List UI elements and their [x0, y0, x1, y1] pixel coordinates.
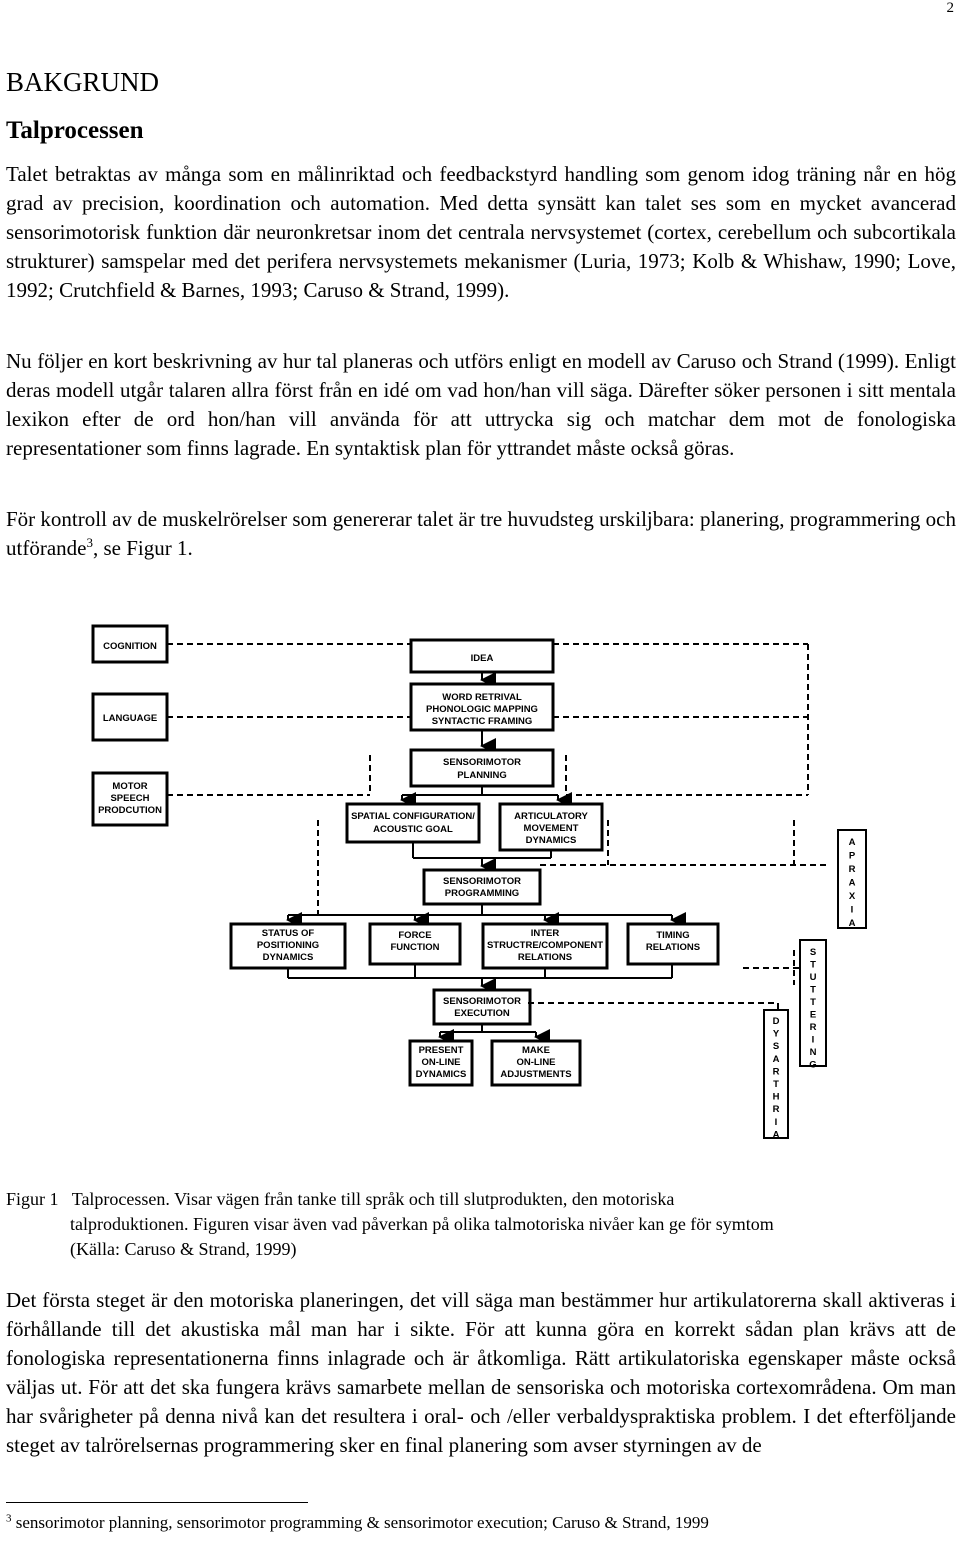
dysarthria-letter: T — [773, 1079, 779, 1090]
stuttering-letter: T — [810, 960, 816, 971]
status-line2: POSITIONING — [257, 940, 319, 951]
programming-line1: SENSORIMOTOR — [443, 876, 521, 887]
apraxia-letter: R — [849, 864, 856, 875]
apraxia-letter: A — [849, 918, 856, 929]
timing-line2: RELATIONS — [646, 942, 700, 953]
stuttering-letter: R — [810, 1022, 817, 1033]
dysarthria-letter: S — [773, 1041, 779, 1052]
figure-caption: Figur 1 Talprocessen. Visar vägen från t… — [6, 1187, 956, 1262]
planning-line1: SENSORIMOTOR — [443, 757, 521, 768]
present-line2: ON-LINE — [421, 1057, 460, 1068]
stuttering-letter: N — [810, 1047, 817, 1058]
apraxia-letter: A — [849, 837, 856, 848]
articulatory-line1: ARTICULATORY — [514, 811, 588, 822]
language-label-box: LANGUAGE — [91, 692, 169, 742]
make-line1: MAKE — [522, 1045, 550, 1056]
footnote-text: sensorimotor planning, sensorimotor prog… — [15, 1513, 709, 1532]
inter-line3: RELATIONS — [518, 952, 572, 963]
paragraph-steps-text: För kontroll av de muskelrörelser som ge… — [6, 507, 956, 560]
caption-label: Figur 1 — [6, 1189, 59, 1209]
speech-process-diagram: COGNITION LANGUAGE MOTOR SPEECH PRODCUTI… — [88, 620, 868, 1145]
force-line2: FUNCTION — [390, 942, 439, 953]
motor-label-line3: PRODCUTION — [98, 805, 162, 816]
caption-line1: Visar vägen från tanke till språk och ti… — [174, 1189, 675, 1209]
dysarthria-letter: A — [773, 1129, 780, 1140]
articulatory-line3: DYNAMICS — [526, 835, 577, 846]
stuttering-letter: G — [809, 1060, 816, 1071]
dysarthria-letter: Y — [773, 1029, 780, 1040]
articulatory-line2: MOVEMENT — [524, 823, 579, 834]
execution-line2: EXECUTION — [454, 1008, 510, 1019]
footnote-divider — [6, 1502, 308, 1503]
word-retrieval-line3: SYNTACTIC FRAMING — [432, 716, 533, 727]
dysarthria-letter: R — [773, 1066, 780, 1077]
make-line3: ADJUSTMENTS — [500, 1069, 571, 1080]
make-line2: ON-LINE — [516, 1057, 555, 1068]
force-line1: FORCE — [398, 930, 431, 941]
apraxia-letter: I — [851, 905, 854, 916]
apraxia-letter: A — [849, 878, 856, 889]
present-line3: DYNAMICS — [416, 1069, 467, 1080]
paragraph-steps: För kontroll av de muskelrörelser som ge… — [6, 505, 956, 563]
motor-label-line2: SPEECH — [110, 793, 149, 804]
inter-line1: INTER — [531, 928, 560, 939]
spatial-configuration-line1: SPATIAL CONFIGURATION/ — [351, 811, 475, 822]
language-label: LANGUAGE — [103, 713, 157, 724]
dysarthria-letter: I — [775, 1117, 778, 1128]
caption-line3: (Källa: Caruso & Strand, 1999) — [70, 1239, 297, 1259]
dysarthria-letter: H — [773, 1092, 780, 1103]
footnote-mark: 3 — [6, 1512, 12, 1525]
apraxia-letter: X — [849, 891, 856, 902]
motor-speech-label-box: MOTOR SPEECH PRODCUTION — [91, 771, 169, 827]
planning-line2: PLANNING — [457, 770, 507, 781]
idea-box: IDEA — [471, 653, 494, 664]
paragraph-model: Nu följer en kort beskrivning av hur tal… — [6, 349, 956, 460]
spatial-configuration-line2: ACOUSTIC GOAL — [373, 824, 453, 835]
stuttering-letter: I — [812, 1035, 815, 1046]
motor-label-line1: MOTOR — [112, 781, 147, 792]
dysarthria-letter: D — [773, 1016, 780, 1027]
caption-title: Talprocessen. — [71, 1189, 170, 1209]
dysarthria-letter: R — [773, 1104, 780, 1115]
stuttering-letter: T — [810, 985, 816, 996]
paragraph-intro: Talet betraktas av många som en målinrik… — [6, 162, 956, 302]
apraxia-letter: P — [849, 851, 856, 862]
word-retrieval-line2: PHONOLOGIC MAPPING — [426, 704, 538, 715]
stuttering-letter: E — [810, 1010, 816, 1021]
timing-line1: TIMING — [656, 930, 689, 941]
caption-line2: talproduktionen. Figuren visar även vad … — [70, 1214, 774, 1234]
cognition-label-box: COGNITION — [91, 624, 169, 664]
dysarthria-letter: A — [773, 1054, 780, 1065]
subsection-heading: Talprocessen — [6, 117, 144, 144]
paragraph-steps-tail: , se Figur 1. — [92, 536, 193, 560]
execution-line1: SENSORIMOTOR — [443, 996, 521, 1007]
word-retrieval-line1: WORD RETRIVAL — [442, 692, 522, 703]
stuttering-letter: S — [810, 947, 816, 958]
section-heading: BAKGRUND — [6, 67, 160, 97]
stuttering-letter: U — [810, 972, 817, 983]
inter-line2: STRUCTRE/COMPONENT — [487, 940, 603, 951]
footnote: 3 sensorimotor planning, sensorimotor pr… — [6, 1513, 709, 1533]
stuttering-letter: T — [810, 997, 816, 1008]
cognition-label: COGNITION — [103, 641, 157, 652]
page-number: 2 — [946, 0, 955, 16]
status-line1: STATUS OF — [262, 928, 315, 939]
status-line3: DYNAMICS — [263, 952, 314, 963]
present-line1: PRESENT — [419, 1045, 464, 1056]
programming-line2: PROGRAMMING — [445, 888, 519, 899]
paragraph-planning: Det första steget är den motoriska plane… — [6, 1288, 956, 1457]
footnote-reference[interactable]: 3 — [86, 535, 93, 550]
